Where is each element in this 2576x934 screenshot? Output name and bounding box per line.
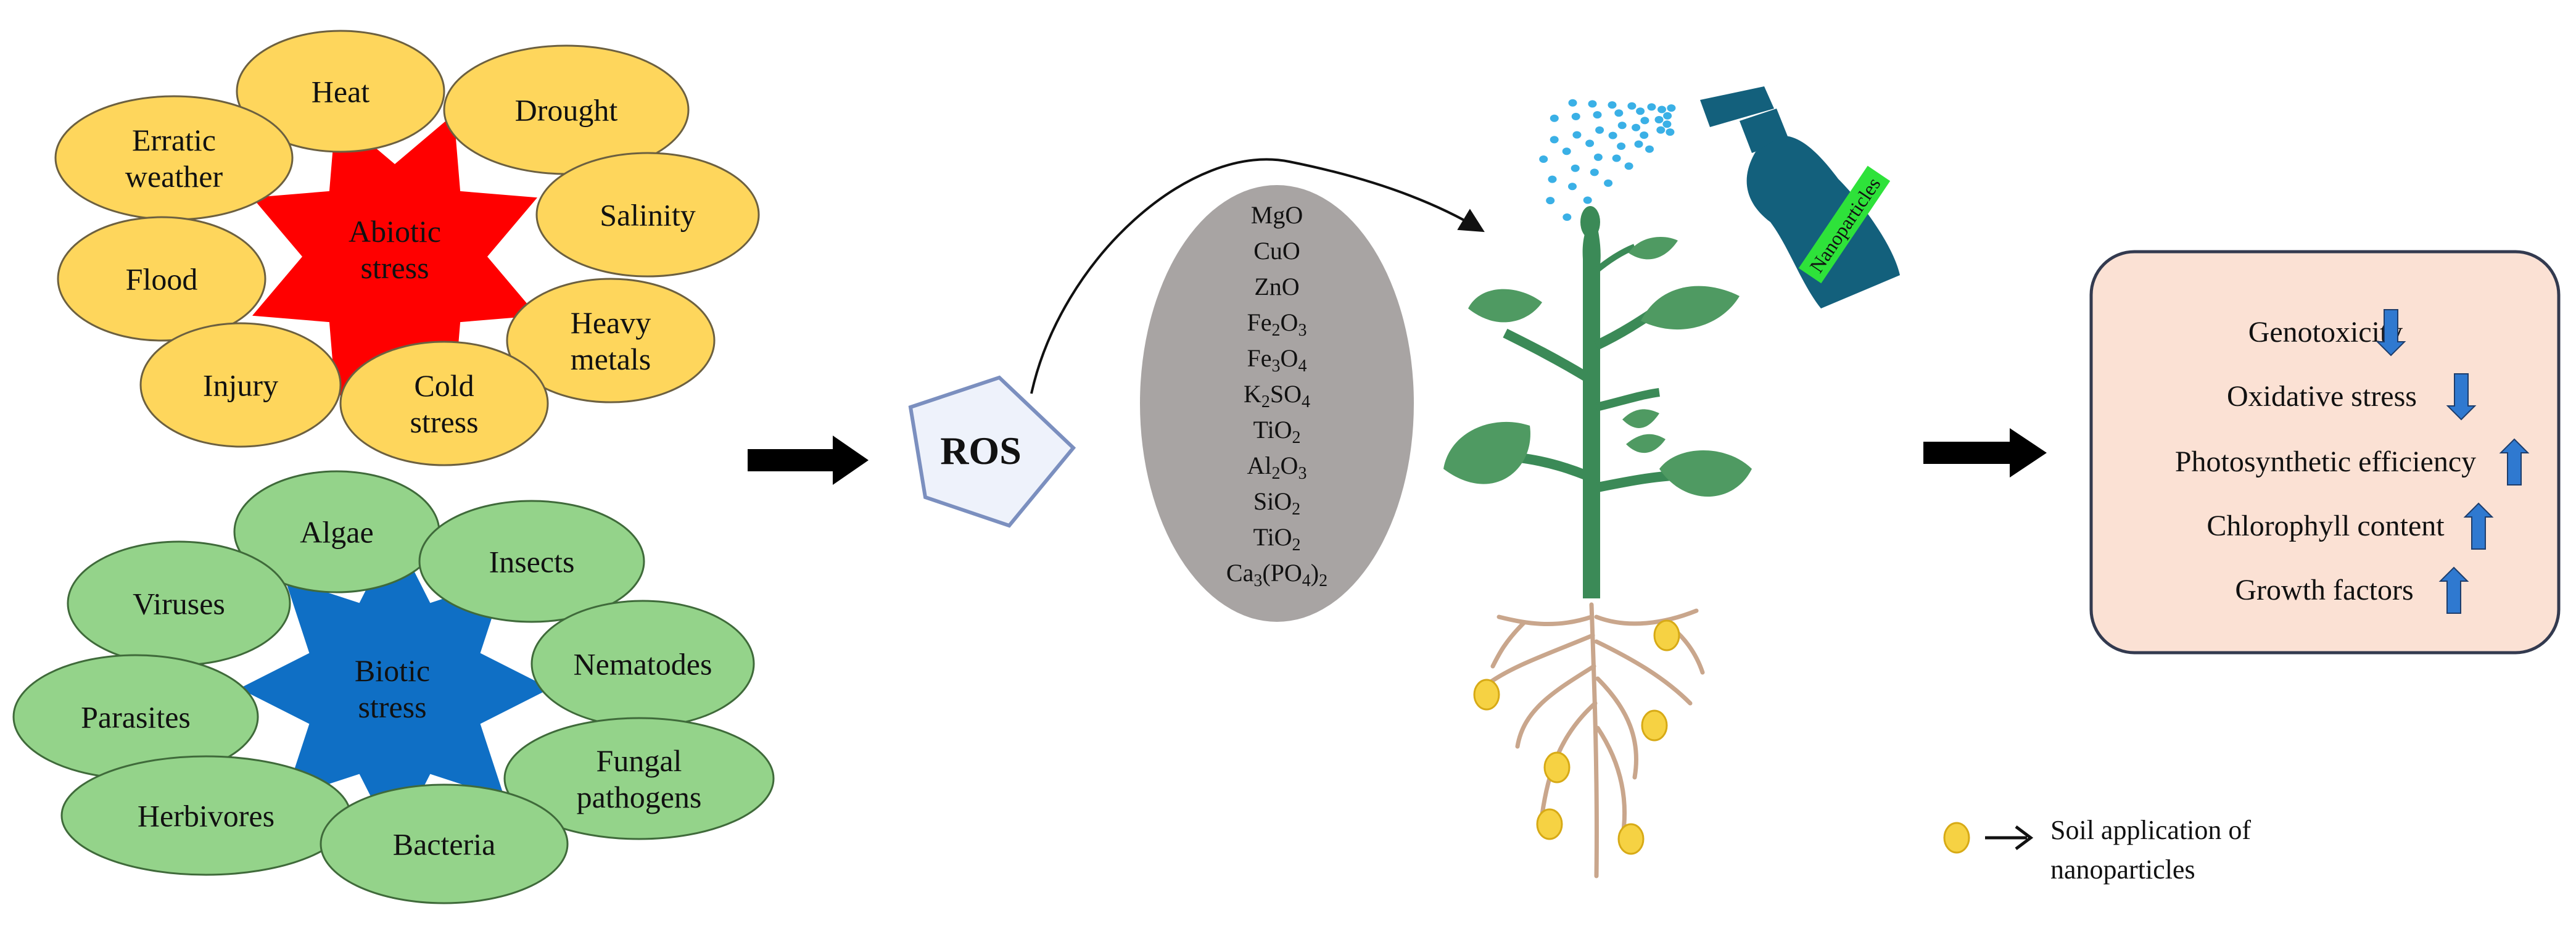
- effect-label: Oxidative stress: [2227, 380, 2417, 413]
- biotic-item-line-1: Bacteria: [393, 827, 496, 862]
- abiotic-center-line-2: stress: [360, 250, 429, 285]
- abiotic-item-line-2: weather: [125, 159, 223, 194]
- legend-arrow-icon: [2015, 825, 2034, 850]
- soil-nanoparticle-dot: [1641, 709, 1668, 742]
- plant-illustration: [1443, 206, 1752, 878]
- spray-mist-icon: [1539, 99, 1676, 221]
- abiotic-center-line-1: Abiotic: [349, 214, 441, 249]
- soil-nanoparticle-dot: [1543, 751, 1571, 783]
- biotic-item: Herbivores: [60, 755, 352, 876]
- soil-nanoparticle-dot: [1536, 808, 1563, 840]
- biotic-item: Bacteria: [320, 783, 569, 904]
- biotic-item-line-1: Viruses: [133, 587, 225, 621]
- effect-label: Photosynthetic efficiency: [2175, 445, 2476, 478]
- abiotic-star: [252, 114, 537, 399]
- right-flow-arrow: [1923, 428, 2047, 477]
- biotic-item: Parasites: [12, 654, 259, 780]
- biotic-item: Algae: [233, 470, 440, 593]
- arrow-up-icon: [2463, 502, 2494, 550]
- arrow-up-icon: [2438, 566, 2469, 614]
- effect-row: Chlorophyll content: [2207, 502, 2494, 550]
- effect-row: Oxidative stress: [2227, 373, 2477, 421]
- biotic-stress-cluster: AlgaeInsectsVirusesNematodesParasitesFun…: [12, 470, 775, 904]
- biotic-item-line-2: pathogens: [577, 780, 702, 814]
- abiotic-item-line-1: Flood: [126, 262, 198, 297]
- soil-nanoparticle-dots: [1473, 619, 1680, 855]
- abiotic-stress-cluster: HeatDroughtErraticweatherSalinityFloodHe…: [54, 30, 760, 466]
- legend-dot-icon: [1943, 822, 1970, 854]
- abiotic-item-line-1: Injury: [203, 368, 278, 403]
- nanoparticle-formula: MgO: [1251, 201, 1303, 229]
- abiotic-item-line-1: Heavy: [571, 305, 651, 340]
- abiotic-item-line-1: Erratic: [132, 123, 216, 157]
- biotic-item-line-1: Herbivores: [138, 799, 275, 833]
- biotic-item-line-1: Nematodes: [574, 647, 712, 682]
- effect-label: Chlorophyll content: [2207, 510, 2445, 542]
- effect-label: Growth factors: [2235, 574, 2413, 606]
- biotic-item-line-1: Fungal: [597, 743, 682, 778]
- biotic-item-line-1: Insects: [489, 545, 575, 579]
- arrow-down-icon: [2376, 309, 2406, 357]
- biotic-item: Viruses: [67, 540, 291, 666]
- abiotic-item-line-1: Salinity: [600, 198, 696, 233]
- nanoparticle-formula: TiO2​: [1253, 523, 1300, 555]
- soil-application-legend: Soil application of nanoparticles: [1943, 815, 2251, 885]
- abiotic-item: Injury: [139, 322, 342, 448]
- effect-label: Genotoxicity: [2248, 316, 2403, 349]
- abiotic-item-line-1: Cold: [414, 368, 474, 403]
- abiotic-item: Drought: [443, 44, 690, 175]
- nanoparticle-list: MgO CuO ZnO Fe2​O3​ Fe3​O4​ K2​SO4​ TiO2​ Al2​O…: [1140, 185, 1414, 622]
- nanoparticle-formula: TiO2​: [1253, 416, 1300, 447]
- abiotic-item-line-1: Drought: [515, 93, 618, 128]
- nanoparticle-formula: K2​SO4​: [1244, 380, 1310, 411]
- biotic-center-line-2: stress: [358, 690, 426, 724]
- biotic-item: Insects: [418, 500, 645, 623]
- soil-nanoparticle-dot: [1653, 619, 1680, 651]
- biotic-item-line-1: Parasites: [81, 700, 191, 735]
- nanoparticle-formula: CuO: [1253, 237, 1300, 265]
- effect-row: Growth factors: [2235, 566, 2469, 614]
- biotic-item: Nematodes: [530, 600, 755, 728]
- ros-pentagon: ROS: [908, 375, 1076, 528]
- nanoparticle-formula: Al2​O3​: [1247, 452, 1307, 483]
- legend-line-1: Soil application of: [2050, 815, 2251, 845]
- effect-row: Genotoxicity: [2248, 309, 2406, 357]
- abiotic-item-line-1: Heat: [312, 75, 369, 109]
- nanoparticle-formula: Fe3​O4​: [1247, 344, 1307, 376]
- arrow-down-icon: [2446, 373, 2477, 421]
- nanoparticle-formula: ZnO: [1254, 273, 1299, 300]
- biotic-center-line-1: Biotic: [355, 653, 430, 688]
- soil-nanoparticle-dot: [1617, 823, 1645, 855]
- ros-label: ROS: [940, 429, 1022, 473]
- legend-line-2: nanoparticles: [2050, 854, 2195, 885]
- abiotic-item: Heat: [236, 30, 445, 153]
- effect-row: Photosynthetic efficiency: [2175, 438, 2530, 486]
- abiotic-item: Flood: [57, 216, 266, 342]
- ros-to-plant-curve: [1030, 158, 1485, 394]
- abiotic-item-line-2: stress: [410, 405, 478, 439]
- nanoparticle-formula: SiO2​: [1253, 487, 1300, 519]
- nanoparticle-formula: Ca3​(PO4​)2​: [1226, 559, 1327, 590]
- soil-nanoparticle-dot: [1473, 679, 1500, 711]
- arrow-up-icon: [2499, 438, 2530, 486]
- biotic-item-line-1: Algae: [300, 515, 373, 550]
- left-flow-arrow: [748, 436, 869, 485]
- abiotic-item: Salinity: [535, 152, 760, 278]
- nanoparticle-formula: Fe2​O3​: [1247, 308, 1307, 340]
- abiotic-item-line-2: metals: [571, 342, 651, 376]
- spray-bottle-icon: Nanoparticles: [1539, 86, 1900, 308]
